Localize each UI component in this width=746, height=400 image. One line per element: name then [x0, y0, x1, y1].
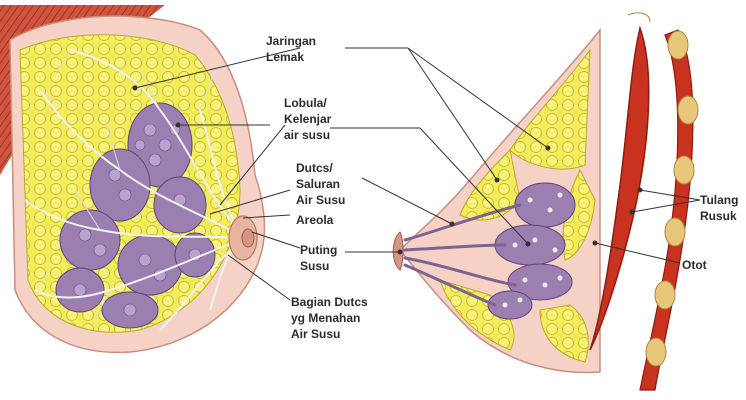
label-puting: Puting Susu: [300, 243, 337, 273]
label-lobula: Lobula/ Kelenjar air susu: [284, 96, 332, 142]
svg-text:yg Menahan: yg Menahan: [291, 311, 360, 325]
svg-text:Lobula/: Lobula/: [284, 96, 327, 110]
svg-text:Lemak: Lemak: [266, 50, 304, 64]
svg-text:Air Susu: Air Susu: [296, 193, 345, 207]
svg-text:air susu: air susu: [284, 128, 330, 142]
svg-text:Bagian Dutcs: Bagian Dutcs: [291, 295, 368, 309]
svg-text:Dutcs/: Dutcs/: [296, 161, 333, 175]
label-otot: Otot: [682, 258, 707, 272]
label-dutcs: Dutcs/ Saluran Air Susu: [296, 161, 345, 207]
svg-text:Puting: Puting: [300, 243, 337, 257]
svg-text:Tulang: Tulang: [700, 193, 738, 207]
label-jaringan-lemak: Jaringan Lemak: [266, 34, 316, 64]
label-tulang-rusuk: Tulang Rusuk: [700, 193, 738, 223]
svg-text:Air Susu: Air Susu: [291, 327, 340, 341]
side-view: [393, 13, 698, 390]
svg-text:Kelenjar: Kelenjar: [284, 112, 332, 126]
svg-text:Saluran: Saluran: [296, 177, 340, 191]
svg-text:Areola: Areola: [296, 213, 334, 227]
svg-text:Jaringan: Jaringan: [266, 34, 316, 48]
label-bagian: Bagian Dutcs yg Menahan Air Susu: [291, 295, 368, 341]
svg-text:Otot: Otot: [682, 258, 707, 272]
front-view: [0, 5, 264, 352]
label-areola: Areola: [296, 213, 334, 227]
svg-text:Rusuk: Rusuk: [700, 209, 737, 223]
svg-text:Susu: Susu: [300, 259, 329, 273]
